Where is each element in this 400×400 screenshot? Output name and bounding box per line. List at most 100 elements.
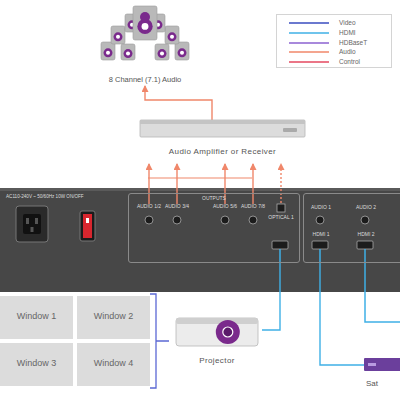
port-label: AUDIO 1 <box>311 205 331 211</box>
speaker-center <box>160 52 164 56</box>
speaker-cone <box>124 49 133 58</box>
audio-jack <box>316 216 324 224</box>
speaker-box <box>165 26 179 44</box>
amplifier-device: Audio Amplifier or Receiver <box>140 120 305 164</box>
satellite-device: Sat <box>364 354 400 394</box>
switcher-panel: AC110-240V ~ 50/60Hz 10W ON/OFF OUTPUTS AU… <box>0 188 400 292</box>
legend-label: HDMI <box>339 29 356 36</box>
device-panel <box>0 188 400 292</box>
socket-pin <box>31 227 34 232</box>
legend-line <box>277 39 337 48</box>
projector-device: Projector <box>172 310 262 370</box>
speaker-group-shape <box>95 4 195 86</box>
port-label: AUDIO 2 <box>356 205 376 211</box>
audio-bus <box>148 177 252 178</box>
cable-connector <box>252 164 253 204</box>
legend-sample <box>289 22 329 23</box>
section-label: OUTPUTS <box>202 196 226 202</box>
speaker-cone <box>158 49 167 58</box>
power-rating: AC110-240V ~ 50/60Hz 10W ON/OFF <box>6 194 84 199</box>
legend-entry: HDBaseT <box>277 39 391 48</box>
cable-connector <box>176 164 177 204</box>
device-label: Projector <box>199 357 235 366</box>
speaker-cone <box>178 48 187 57</box>
window-cell: Window 1 <box>0 296 73 339</box>
speaker-box <box>121 44 135 60</box>
speaker-cluster <box>101 6 189 60</box>
speaker-center <box>170 35 174 39</box>
device-label: Audio Amplifier or Receiver <box>169 148 276 157</box>
legend-entry: Control <box>277 58 391 67</box>
speaker-box <box>155 44 169 60</box>
legend-label: Control <box>339 58 360 65</box>
speaker-box <box>175 42 189 60</box>
window-label: Window 4 <box>94 359 134 369</box>
audio-jack <box>249 216 257 224</box>
power-switch <box>80 211 95 241</box>
amplifier-display <box>283 128 297 132</box>
cable-connector <box>280 164 281 203</box>
audio-jack <box>361 216 369 224</box>
window-label: Window 1 <box>17 312 57 322</box>
cable-connector <box>148 164 149 204</box>
speaker-box <box>133 6 157 40</box>
inputs-section: AUDIO 1AUDIO 2HDMI 1HDMI 2 <box>303 193 400 263</box>
optical-port: OPTICAL 1 <box>266 203 296 227</box>
window-cell: Window 4 <box>77 343 150 386</box>
legend-label: Video <box>339 19 356 26</box>
device-label: Sat <box>366 380 378 389</box>
legend-line <box>277 19 337 28</box>
speaker-box <box>101 42 115 60</box>
legend-sample <box>289 32 329 33</box>
optical-port <box>277 204 285 212</box>
speaker-center <box>180 51 184 55</box>
window-label: Window 3 <box>17 359 57 369</box>
audio-jack <box>145 216 153 224</box>
amplifier-top <box>140 120 305 124</box>
legend-entry: Video <box>277 19 391 28</box>
port-label: AUDIO 7/8 <box>241 204 265 210</box>
speaker-cone <box>104 48 113 57</box>
satellite-receiver <box>364 358 400 371</box>
audio-port: AUDIO 3/4 <box>162 204 192 226</box>
legend-sample <box>289 62 329 63</box>
power-socket <box>16 206 48 242</box>
projector-body <box>176 318 258 346</box>
audio-port: AUDIO 1/2 <box>134 204 164 226</box>
audio-port: AUDIO 7/8 <box>238 204 268 226</box>
speaker-center <box>116 35 120 39</box>
socket-pin <box>35 218 38 224</box>
legend-line <box>277 48 337 57</box>
legend-line <box>277 58 337 67</box>
switch-mark <box>86 218 89 223</box>
legend-box: VideoHDMI HDBaseTAudioControl <box>276 14 392 68</box>
speaker-tweeter <box>140 12 150 22</box>
window-cell: Window 3 <box>0 343 73 386</box>
port-label: AUDIO 5/6 <box>213 204 237 210</box>
projector-lens <box>216 320 240 344</box>
socket-inner <box>23 214 41 234</box>
switch-rocker <box>83 214 92 238</box>
port-label: AUDIO 1/2 <box>137 204 161 210</box>
hdmi-cable <box>365 249 400 322</box>
panel-edge <box>0 188 400 191</box>
cable-connector <box>145 86 212 120</box>
legend-line <box>277 29 337 38</box>
speaker-center <box>142 23 149 30</box>
hdmi-cable-stub <box>280 249 320 263</box>
hdmi-port <box>357 241 373 249</box>
speaker-group: 8 Channel (7.1) Audio <box>95 4 195 86</box>
legend-label: Audio <box>339 48 356 55</box>
audio-port: AUDIO 5/6 <box>210 204 240 226</box>
lens-center <box>223 327 233 337</box>
hdmi-port <box>272 241 288 249</box>
switcher-panel-shape <box>0 188 400 292</box>
legend-entry: HDMI <box>277 29 391 38</box>
legend-sample <box>289 42 329 43</box>
receiver-display <box>368 363 376 366</box>
speaker-box <box>111 26 125 44</box>
window-cell: Window 2 <box>77 296 150 339</box>
amplifier-body <box>140 120 305 137</box>
audio-jack <box>173 216 181 224</box>
legend-sample <box>289 52 329 53</box>
